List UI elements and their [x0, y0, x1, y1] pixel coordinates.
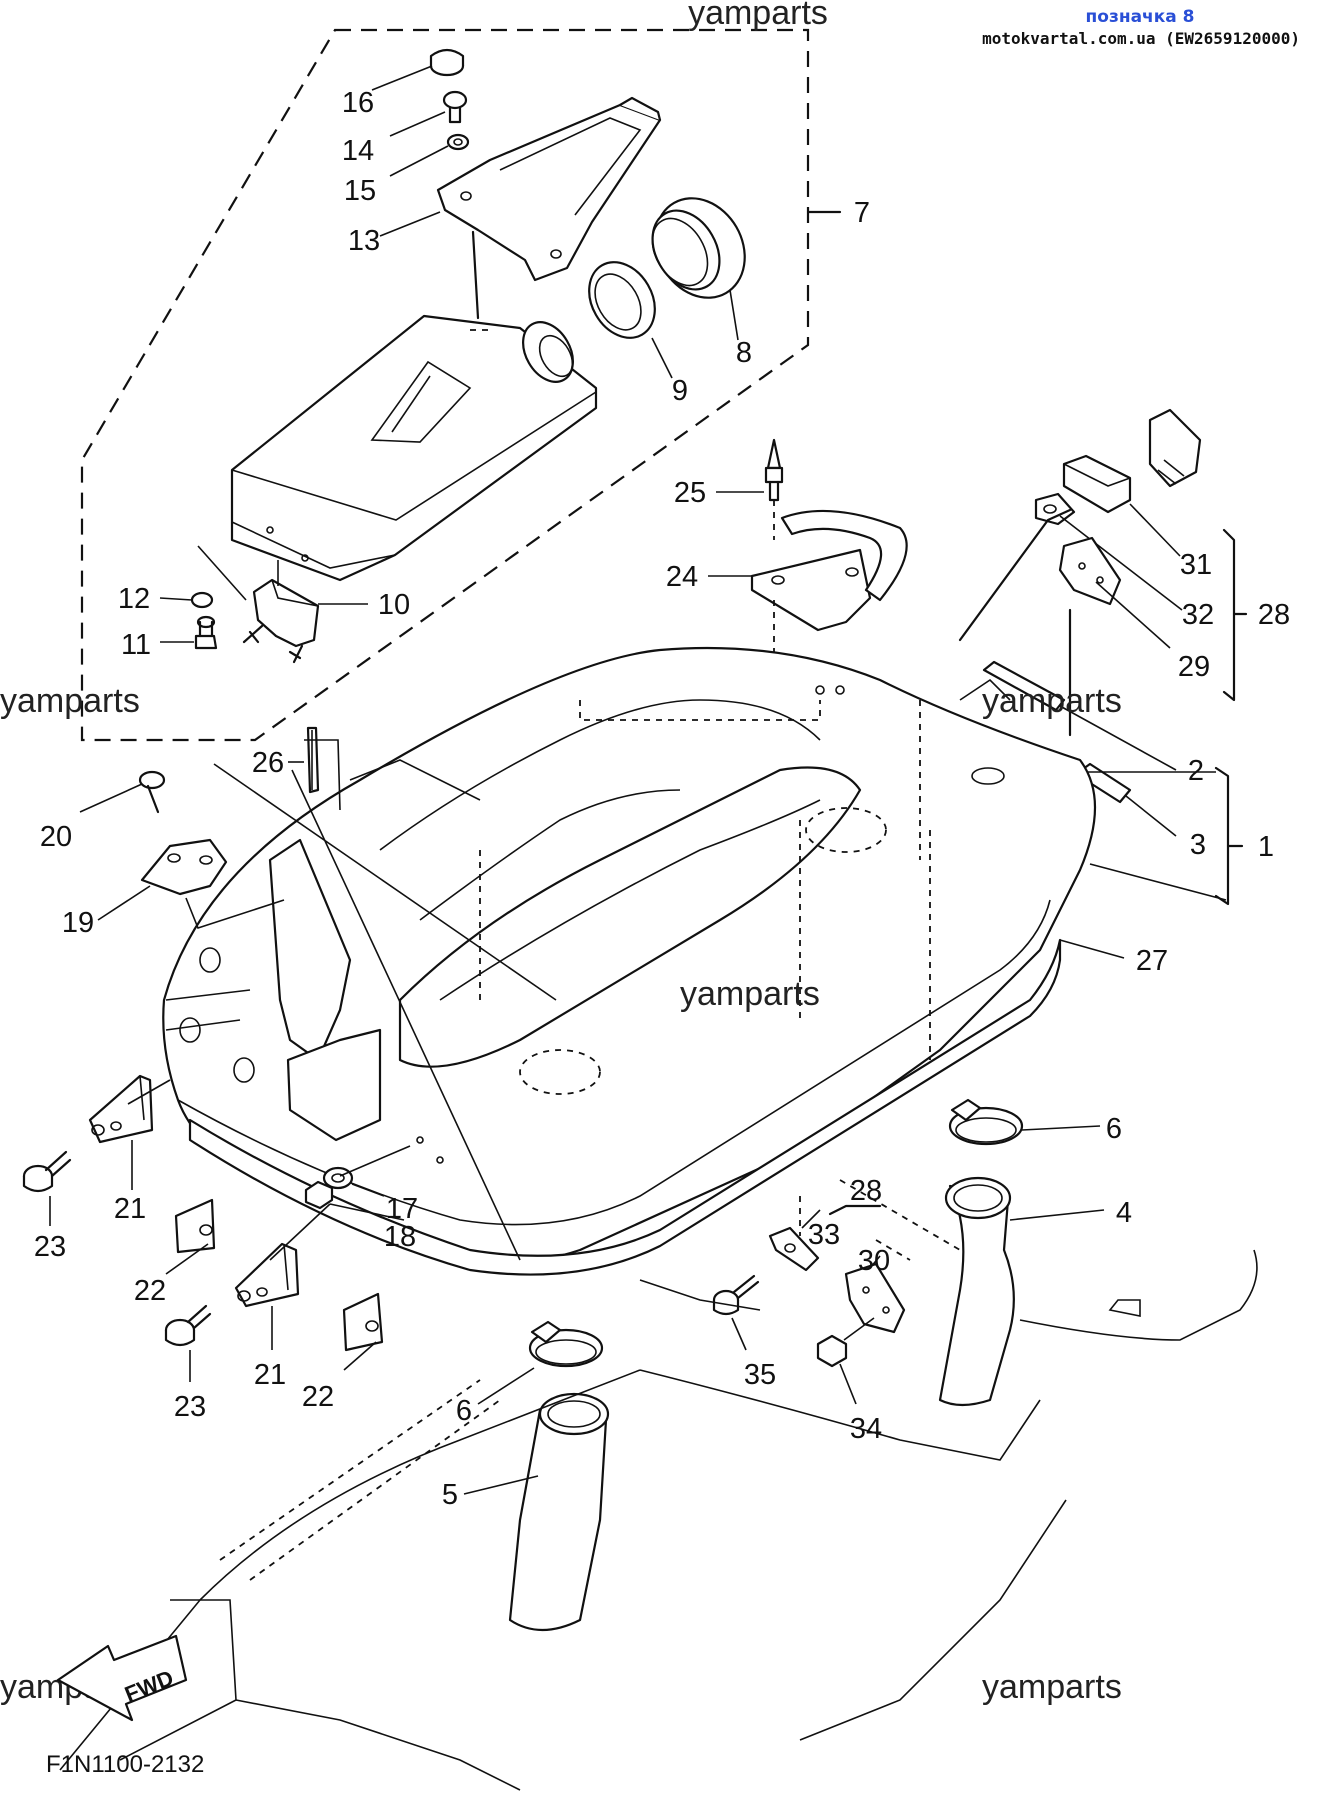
part-15-washer: [389, 133, 470, 177]
callout-23: 23: [34, 1231, 66, 1263]
part-4-hose: [938, 1176, 1105, 1407]
callout-7: 7: [854, 197, 870, 229]
part-25-pin: [716, 438, 784, 540]
airbox-cover: [230, 314, 598, 582]
part-20-screw: [79, 770, 166, 814]
callout-31: 31: [1180, 549, 1212, 581]
callout-24: 24: [666, 561, 698, 593]
callout-26: 26: [252, 747, 284, 779]
callout-22: 22: [134, 1275, 166, 1307]
callout-3: 3: [1190, 829, 1206, 861]
part-14-screw: [389, 90, 468, 137]
part-16-cap: [371, 48, 465, 91]
callout-21: 21: [254, 1359, 286, 1391]
callout-25: 25: [674, 477, 706, 509]
callout-35: 35: [744, 1359, 776, 1391]
header-subtitle: motokvartal.com.ua (EW2659120000): [982, 29, 1300, 48]
callout-29: 29: [1178, 651, 1210, 683]
watermark: yamparts: [982, 682, 1122, 720]
part-9-ring: [588, 261, 673, 379]
part-23-bolt-b: [164, 1304, 212, 1382]
part-30-plate: [844, 1255, 906, 1334]
callout-16: 16: [342, 87, 374, 119]
callout-5: 5: [442, 1479, 458, 1511]
callout-28: 28: [1258, 599, 1290, 631]
callout-17: 17: [386, 1193, 418, 1225]
part-5-hose: [463, 1392, 610, 1631]
callout-15: 15: [344, 175, 376, 207]
callout-1: 1: [1258, 831, 1274, 863]
part-26-strap: [288, 726, 341, 811]
part-10-clip: [197, 545, 368, 664]
callout-11: 11: [121, 629, 151, 661]
callout-6: 6: [456, 1395, 472, 1427]
fwd-arrow: FWD: [56, 1634, 188, 1722]
part-8-ring: [651, 197, 746, 341]
deck-body: [162, 646, 1096, 1276]
callout-34: 34: [850, 1413, 882, 1445]
callout-6: 6: [1106, 1113, 1122, 1145]
part-13-bracket: [379, 96, 662, 320]
callout-13: 13: [348, 225, 380, 257]
callout-28: 28: [850, 1175, 882, 1207]
part-22-pad-b: [342, 1292, 384, 1371]
callout-4: 4: [1116, 1197, 1132, 1229]
callout-33: 33: [808, 1219, 840, 1251]
part-2-strip: [982, 660, 1177, 771]
part-21-hinge-a: [88, 1074, 171, 1190]
part-24-handle: [708, 509, 908, 670]
drawing-code: F1N1100-2132: [46, 1751, 204, 1778]
callout-20: 20: [40, 821, 72, 853]
callout-12: 12: [118, 583, 150, 615]
callout-22: 22: [302, 1381, 334, 1413]
part-18-nut: [269, 1180, 405, 1261]
watermark: yamparts: [680, 975, 820, 1013]
callout-21: 21: [114, 1193, 146, 1225]
watermark: yamparts: [688, 0, 828, 32]
callout-32: 32: [1182, 599, 1214, 631]
callout-18: 18: [384, 1221, 416, 1253]
part-11-bolt: [160, 615, 218, 650]
part-22-pad-a: [165, 1198, 216, 1275]
callout-10: 10: [378, 589, 410, 621]
callout-23: 23: [174, 1391, 206, 1423]
assembly-7-boundary: [80, 28, 810, 742]
lower-hull: [59, 1249, 1258, 1791]
watermark: yamparts: [982, 1668, 1122, 1706]
part-12-ring-clip: [159, 591, 214, 609]
part-23-bolt-a: [22, 1150, 72, 1226]
callout-30: 30: [858, 1245, 890, 1277]
callout-14: 14: [342, 135, 374, 167]
part-21-hinge-b: [234, 1242, 300, 1350]
part-33-plate: [768, 1209, 821, 1272]
part-6-clamp-a: [948, 1098, 1101, 1146]
watermark: yamparts: [0, 682, 140, 720]
callout-27: 27: [1136, 945, 1168, 977]
part-29-gasket: [1058, 536, 1171, 649]
part-6-clamp-b: [477, 1320, 604, 1405]
callout-2: 2: [1188, 755, 1204, 787]
header-title: позначка 8: [1086, 7, 1195, 27]
part-19-block: [97, 838, 285, 929]
part-31-latch: [1062, 408, 1202, 557]
part-34-nut: [816, 1317, 875, 1405]
part-32-plate: [1034, 492, 1183, 611]
callout-19: 19: [62, 907, 94, 939]
callout-9: 9: [672, 375, 688, 407]
part-35-bolt: [712, 1274, 760, 1351]
callout-8: 8: [736, 337, 752, 369]
